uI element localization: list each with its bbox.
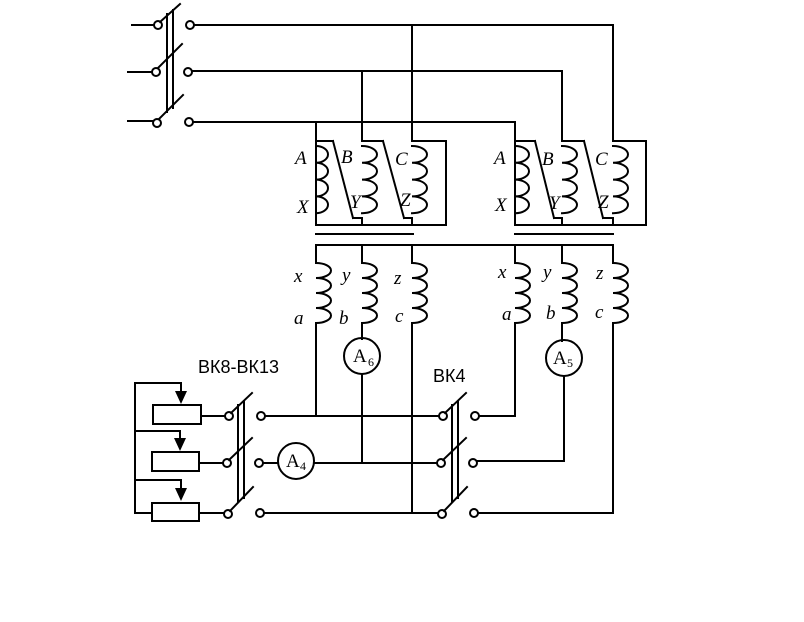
rheostat-1-slider-arrow: [175, 391, 187, 404]
rheostat-1: [152, 404, 202, 425]
t2-label-C: C: [595, 149, 608, 170]
t1-label-A: A: [293, 148, 307, 169]
t1-label-C: C: [395, 149, 408, 170]
t1-label-b: b: [339, 308, 349, 329]
t1-label-c: c: [395, 306, 404, 327]
a5-sub: 5: [567, 356, 573, 370]
a6-sub: 6: [368, 355, 374, 369]
t2-label-Y: Y: [549, 193, 562, 214]
t2-label-c: c: [595, 302, 604, 323]
load-rheostats: [134, 382, 226, 522]
t2-label-Z: Z: [598, 192, 609, 213]
core-separators: [315, 233, 614, 246]
a4-sub: 4: [300, 459, 306, 473]
switch-label-vk8-vk13: ВК8-ВК13: [198, 357, 279, 377]
a4-main: A: [286, 451, 300, 472]
t1-label-B: B: [341, 147, 353, 168]
ammeter-a5: A 5: [545, 339, 583, 377]
t1-label-y: y: [340, 265, 351, 286]
t2-label-x: x: [497, 262, 507, 283]
t1-label-X: X: [296, 197, 310, 218]
t2-label-y: y: [541, 262, 552, 283]
switch-label-vk4: ВК4: [433, 366, 466, 386]
t1-label-z: z: [393, 268, 402, 289]
switch-vk4: ВК4: [433, 366, 480, 519]
transformer-1-primary: A X B Y C Z: [293, 139, 447, 226]
transformer-2-secondary: x a y b z c: [497, 244, 629, 325]
load-bus-lines: [261, 415, 441, 514]
t2-label-z: z: [595, 263, 604, 284]
main-switch: [127, 2, 195, 128]
a6-main: A: [353, 346, 367, 367]
switch-vk8-vk13: ВК8-ВК13: [198, 357, 279, 519]
ammeter-a6: A 6: [343, 337, 381, 375]
ammeter-a4: A 4: [277, 442, 315, 480]
supply-lines: [191, 24, 614, 142]
rheostat-3: [151, 502, 200, 522]
t2-label-X: X: [494, 195, 508, 216]
t2-label-b: b: [546, 303, 556, 324]
t2-label-B: B: [542, 149, 554, 170]
transformer-1-secondary: x a y b z c: [293, 244, 428, 329]
t1-label-Z: Z: [400, 190, 411, 211]
a5-main: A: [553, 348, 567, 369]
t1-label-a: a: [294, 308, 304, 329]
rheostat-3-slider-arrow: [175, 488, 187, 501]
t1-label-x: x: [293, 266, 303, 287]
rheostat-2-slider-arrow: [174, 438, 186, 451]
transformer-2-primary: A X B Y C Z: [492, 139, 647, 226]
t2-label-a: a: [502, 304, 512, 325]
rheostat-2: [151, 451, 200, 472]
secondary-wiring: [315, 322, 614, 514]
t1-label-Y: Y: [350, 192, 363, 213]
t2-label-A: A: [492, 148, 506, 169]
